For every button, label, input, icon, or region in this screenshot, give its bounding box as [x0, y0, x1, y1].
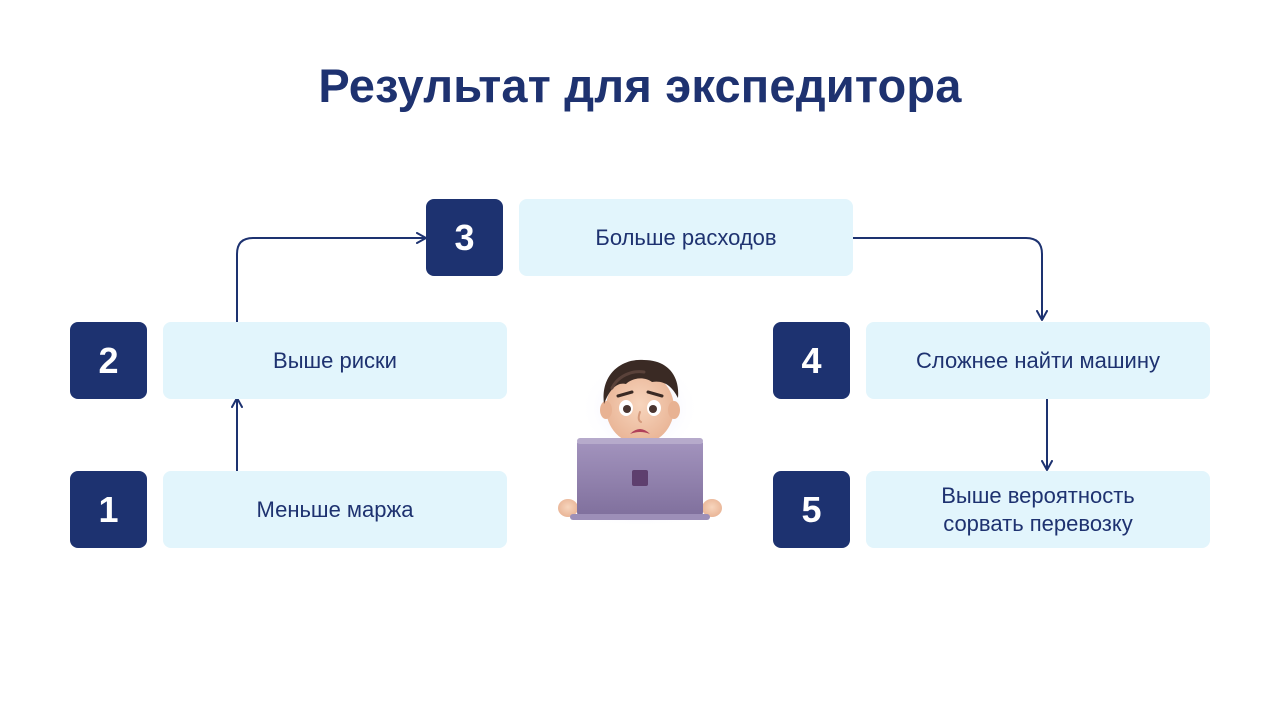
step-5-label: Выше вероятность сорвать перевозку — [866, 471, 1210, 548]
step-2-label: Выше риски — [163, 322, 507, 399]
step-2-number: 2 — [70, 322, 147, 399]
step-3-number: 3 — [426, 199, 503, 276]
page-title: Результат для экспедитора — [318, 59, 962, 112]
worried-person-laptop-icon — [554, 358, 726, 526]
step-3-label: Больше расходов — [519, 199, 853, 276]
step-2-text: Выше риски — [273, 347, 397, 373]
step-5-number: 5 — [773, 471, 850, 548]
arrow-2-to-3 — [236, 232, 427, 322]
step-1-label: Меньше маржа — [163, 471, 507, 548]
step-4-text: Сложнее найти машину — [915, 347, 1160, 373]
step-1-number: 1 — [70, 471, 147, 548]
step-4-label: Сложнее найти машину — [866, 322, 1210, 399]
step-4-number: 4 — [773, 322, 850, 399]
step-3-text: Больше расходов — [595, 224, 777, 250]
arrow-3-to-4 — [853, 237, 1048, 321]
step-1-text: Меньше маржа — [256, 496, 414, 522]
step-5-text: Выше вероятность сорвать перевозку — [941, 482, 1135, 536]
